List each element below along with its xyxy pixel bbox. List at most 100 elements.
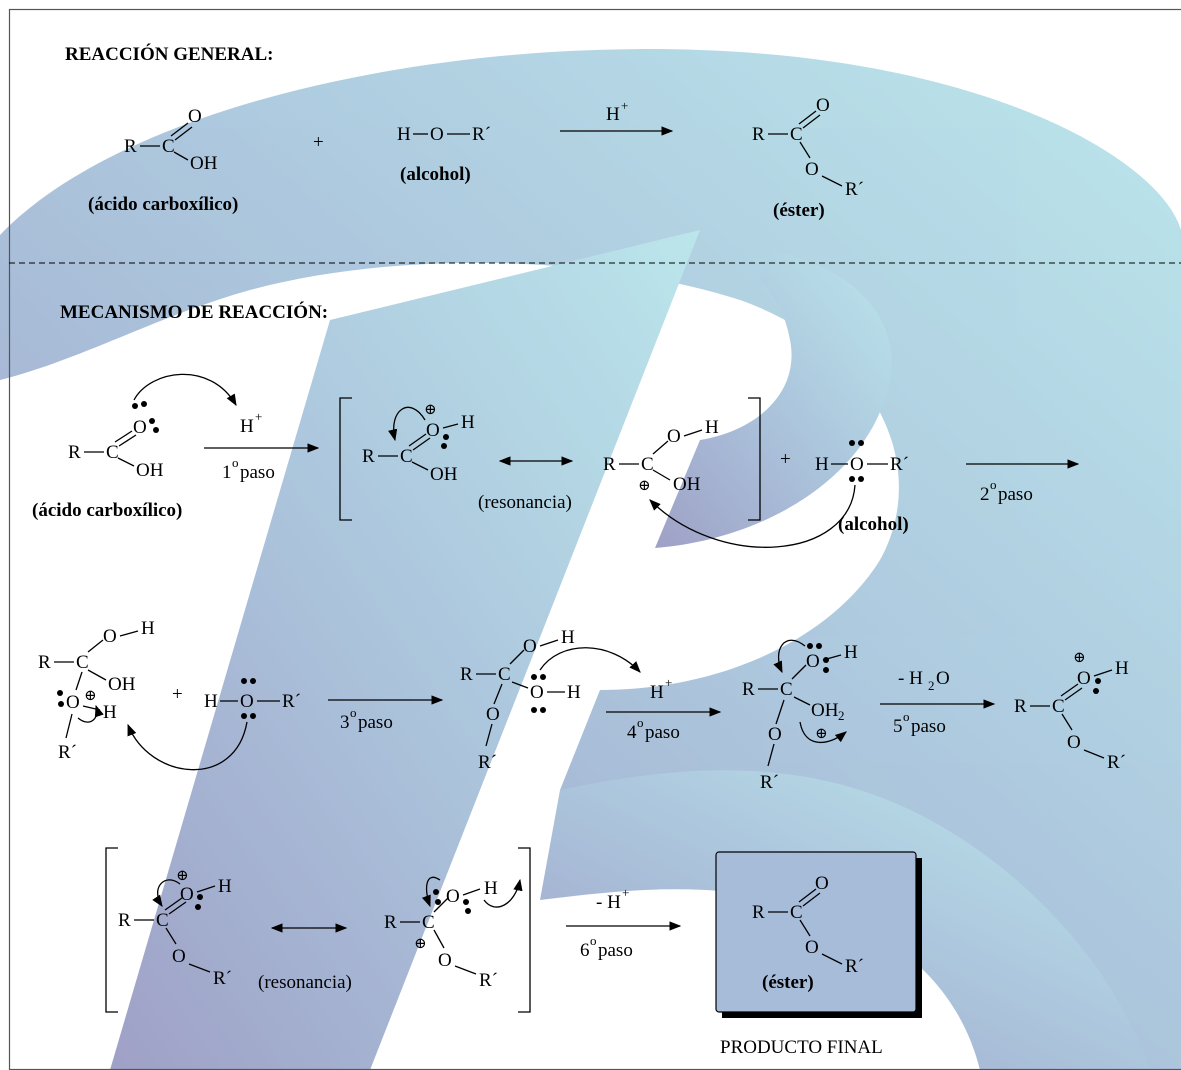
svg-text:R´: R´ (890, 454, 909, 475)
general-alcohol: H O R´ (alcohol) (397, 124, 491, 185)
svg-text:R: R (124, 136, 137, 157)
svg-text:2: 2 (838, 708, 845, 723)
step2-arrow: 2 o paso (966, 459, 1080, 505)
svg-text:- H: - H (596, 892, 621, 913)
svg-text:C: C (1052, 696, 1065, 717)
bracket-right-2 (518, 847, 531, 1013)
svg-text:6: 6 (580, 940, 590, 961)
neutral-intermediate: R C O H O H O R´ (460, 627, 641, 773)
bracket-right-1 (748, 397, 761, 521)
resonance-arrow-1: (resonancia) (478, 456, 574, 513)
svg-text:O: O (438, 950, 452, 971)
svg-text:paso: paso (240, 462, 275, 483)
svg-text:R´: R´ (760, 772, 779, 793)
step1-arrow: H + 1 o paso (204, 409, 320, 483)
tetrahedral-intermediate: R C O H OH O ⊕ H R´ (38, 618, 155, 763)
mech-alcohol-label: (alcohol) (838, 514, 909, 535)
svg-text:2: 2 (928, 678, 935, 693)
svg-text:o: o (232, 455, 239, 470)
svg-text:H: H (606, 104, 620, 125)
watermark-r-arm (655, 250, 892, 548)
svg-text:R: R (1014, 696, 1027, 717)
svg-text:R´: R´ (478, 752, 497, 773)
svg-text:C: C (422, 912, 435, 933)
general-ester: R C O O R´ (éster) (752, 95, 864, 221)
svg-text:R´: R´ (213, 968, 232, 989)
carbocation-1: R C O H OH ⊕ (603, 417, 719, 495)
curly-arrow-deprotonation (127, 721, 248, 771)
svg-text:⊕: ⊕ (414, 936, 427, 952)
svg-text:O: O (806, 651, 820, 672)
svg-text:C: C (641, 454, 654, 475)
svg-text:OH: OH (190, 153, 218, 174)
svg-text:⊕: ⊕ (1073, 650, 1086, 666)
svg-text:C: C (498, 664, 511, 685)
svg-text:H: H (103, 702, 117, 723)
alcohol-base: H O R´ (204, 678, 301, 719)
curly-arrow-attack (649, 484, 856, 548)
svg-text:O: O (936, 668, 950, 689)
svg-text:⊕: ⊕ (84, 688, 97, 704)
svg-text:O: O (530, 682, 544, 703)
general-reaction-heading: REACCIÓN GENERAL: (65, 43, 274, 65)
svg-text:OH: OH (811, 700, 839, 721)
plus-2: + (172, 684, 183, 705)
svg-text:OH: OH (108, 674, 136, 695)
svg-text:O: O (1067, 732, 1081, 753)
watermark-r-leg (540, 770, 1150, 1070)
resonance-arrow-2: (resonancia) (258, 923, 352, 993)
svg-text:O: O (66, 692, 80, 713)
final-product-box: R C O O R´ (éster) (715, 851, 922, 1018)
svg-text:O: O (133, 417, 147, 438)
svg-text:H: H (141, 618, 155, 639)
svg-text:O: O (523, 636, 537, 657)
svg-text:R: R (68, 442, 81, 463)
svg-text:o: o (990, 477, 997, 492)
svg-text:o: o (903, 709, 910, 724)
svg-text:paso: paso (598, 940, 633, 961)
svg-text:H: H (561, 627, 575, 648)
svg-text:(resonancia): (resonancia) (478, 492, 572, 513)
svg-text:C: C (156, 910, 169, 931)
acid-label: (ácido carboxílico) (88, 194, 238, 215)
svg-text:2: 2 (980, 484, 990, 505)
protonated-acid: R C O ⊕ H OH (362, 402, 475, 485)
svg-text:R´: R´ (282, 691, 301, 712)
bracket-left-2 (105, 847, 118, 1013)
final-ester-label: (éster) (762, 972, 814, 993)
svg-text:R: R (362, 446, 375, 467)
svg-text:H: H (705, 417, 719, 438)
general-arrow: H + (560, 98, 674, 136)
step4-arrow: H + 4 o paso (606, 675, 722, 743)
svg-text:R´: R´ (845, 956, 864, 977)
svg-text:H: H (1115, 658, 1129, 679)
svg-text:O: O (240, 691, 254, 712)
protonated-ester-resonance-a: R C O ⊕ H O R´ (118, 868, 232, 989)
curly-arrow-protonation (133, 373, 237, 407)
mech-acid-label: (ácido carboxílico) (32, 500, 182, 521)
svg-text:O: O (430, 124, 444, 145)
svg-text:+: + (665, 675, 672, 690)
svg-text:O: O (103, 626, 117, 647)
svg-text:O: O (188, 106, 202, 127)
svg-text:H: H (204, 691, 218, 712)
step3-arrow: 3 o paso (328, 695, 444, 733)
svg-text:C: C (400, 446, 413, 467)
svg-text:⊕: ⊕ (638, 478, 651, 494)
mechanism-heading: MECANISMO DE REACCIÓN: (60, 301, 328, 323)
step5-arrow: - H 2 O 5 o paso (880, 668, 996, 737)
svg-text:R´: R´ (58, 742, 77, 763)
svg-text:O: O (768, 724, 782, 745)
svg-text:O: O (446, 886, 460, 907)
svg-text:+: + (622, 885, 629, 900)
svg-text:5: 5 (893, 716, 903, 737)
svg-text:H: H (397, 124, 411, 145)
svg-text:⊕: ⊕ (815, 726, 828, 742)
svg-text:C: C (162, 136, 175, 157)
svg-text:H: H (461, 412, 475, 433)
svg-text:C: C (790, 124, 803, 145)
svg-text:R: R (460, 664, 473, 685)
svg-text:R: R (384, 912, 397, 933)
svg-text:H: H (567, 682, 581, 703)
